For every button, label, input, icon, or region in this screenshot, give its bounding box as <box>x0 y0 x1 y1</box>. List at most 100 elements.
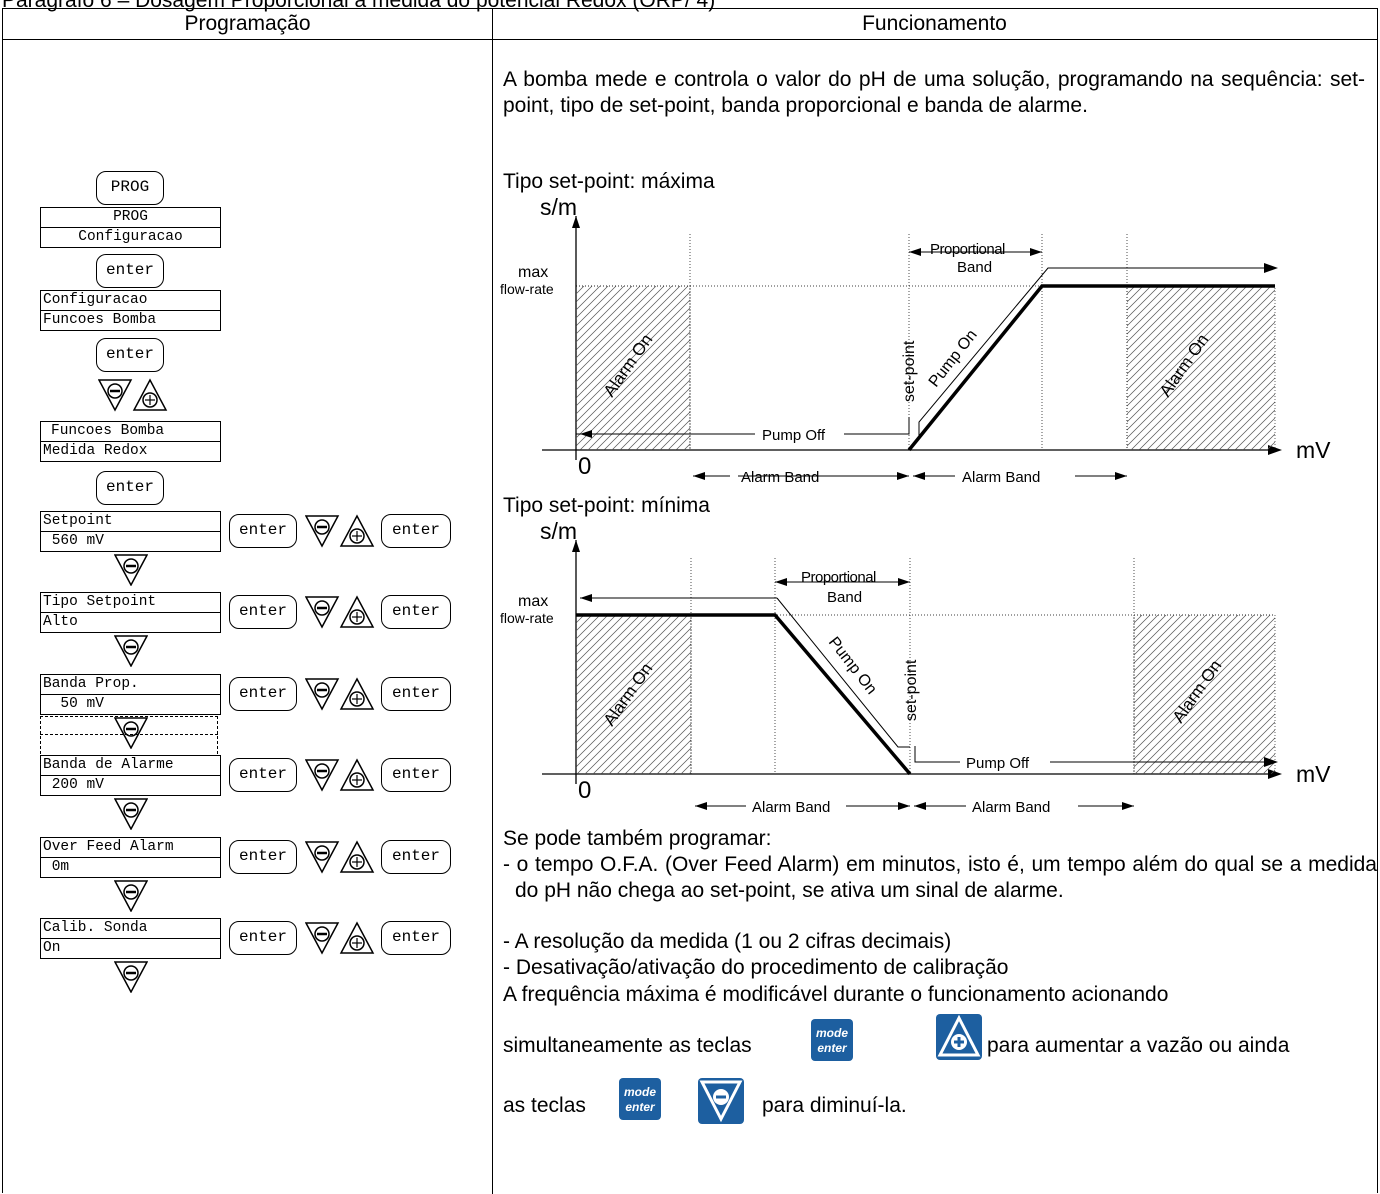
proportional-band-label: Proportional <box>930 241 1005 258</box>
hatch-line <box>1242 417 1275 450</box>
hatch-line <box>1134 615 1263 744</box>
hatch-line <box>724 286 888 450</box>
y-axis-arrowhead <box>572 540 580 552</box>
hatch-line <box>688 771 691 774</box>
hatch-line <box>1134 615 1271 752</box>
hatch-line <box>635 395 690 450</box>
lcd-config: Configuracao Funcoes Bomba <box>40 290 221 331</box>
hatch-line <box>1134 625 1275 768</box>
minus-plus-keys-icon <box>305 921 375 955</box>
hatch-line <box>576 619 691 736</box>
hatch-line <box>1202 377 1275 450</box>
hatch-line <box>651 411 690 450</box>
hatch-line <box>1134 615 1199 680</box>
hatch-line <box>1127 286 1224 383</box>
hatch-line <box>1359 615 1380 774</box>
hatch-line <box>600 683 691 774</box>
alarm-zone-hatch <box>1134 615 1380 774</box>
lcd-line-1: Tipo Setpoint <box>43 594 157 610</box>
set-point-label: set-point <box>903 659 920 721</box>
lcd-line-2: Medida Redox <box>43 443 148 459</box>
hatch-line <box>708 286 872 450</box>
hatch-line <box>1194 369 1275 450</box>
hatch-line <box>756 286 920 450</box>
hatch-line <box>576 615 641 680</box>
y-axis-label: s/m <box>540 518 577 544</box>
arrowhead <box>897 472 909 480</box>
alarm-zone-hatch <box>1127 286 1380 450</box>
hatch-line <box>1150 649 1275 774</box>
hatch-line <box>1206 705 1275 774</box>
type-max-heading: Tipo set-point: máxima <box>503 170 715 193</box>
y-axis-label: s/m <box>540 194 577 220</box>
hatch-line <box>1274 449 1275 450</box>
lcd-line-2: Funcoes Bomba <box>43 312 157 328</box>
minus-key-icon <box>114 961 148 993</box>
hatch-line <box>576 307 690 423</box>
hatch-line <box>595 355 690 450</box>
hatch-line <box>576 615 577 616</box>
hatch-line <box>1134 615 1247 728</box>
hatch-line <box>1355 286 1380 450</box>
hatch-line <box>611 371 690 450</box>
hatch-line <box>732 286 896 450</box>
hatch-line <box>1134 615 1143 624</box>
hatch-line <box>1210 385 1275 450</box>
lcd-line-1: Configuracao <box>43 292 148 308</box>
arrowhead <box>1122 802 1134 810</box>
hatch-line <box>1127 286 1264 423</box>
hatch-line <box>1127 286 1232 391</box>
enter-key: enter <box>229 840 297 874</box>
enter-key: enter <box>229 595 297 629</box>
hatch-line <box>1130 305 1275 450</box>
hatch-line <box>576 615 585 624</box>
hatch-line <box>1371 286 1380 450</box>
hatch-line <box>659 419 690 450</box>
hatch-line <box>576 643 691 760</box>
hatch-line <box>576 635 691 752</box>
proportional-band-label: Band <box>957 259 992 276</box>
hatch-line <box>1166 665 1275 774</box>
hatch-line <box>672 755 691 774</box>
lcd-next-placeholder <box>40 716 218 754</box>
hatch-line <box>576 659 691 774</box>
hatch-line <box>1327 615 1380 774</box>
lcd-line-1: Over Feed Alarm <box>43 839 174 855</box>
hatch-line <box>624 707 691 774</box>
hatch-line <box>683 443 690 450</box>
hatch-line <box>576 286 649 359</box>
hatch-line <box>1295 615 1380 774</box>
enter-key: enter <box>381 677 451 711</box>
hatch-line <box>1134 615 1231 712</box>
hatch-line <box>576 286 673 383</box>
hatch-line <box>576 286 681 391</box>
hatch-line <box>584 667 691 774</box>
hatch-line <box>1134 615 1151 632</box>
frequency-paragraph: A frequência máxima é modificável durant… <box>503 983 1169 1006</box>
hatch-line <box>619 379 690 450</box>
enter-key: enter <box>381 758 451 792</box>
lcd-line-2: On <box>43 940 61 956</box>
hatch-line <box>603 363 690 450</box>
lcd-line-1: Banda de Alarme <box>43 757 174 773</box>
arrowhead <box>580 430 592 438</box>
hatch-line <box>576 331 690 447</box>
lcd-line-2: Alto <box>43 614 78 630</box>
flow-curve <box>576 613 912 776</box>
hatch-line <box>576 286 657 367</box>
alarm-zone-hatch <box>576 615 952 774</box>
hatch-line <box>576 615 617 656</box>
bullet-ofa: - o tempo O.F.A. (Over Feed Alarm) em mi… <box>503 853 1377 902</box>
pump-off-connector <box>844 417 910 435</box>
hatch-line <box>1134 617 1275 760</box>
hatch-line <box>793 615 952 774</box>
hatch-line <box>1127 286 1184 343</box>
hatch-line <box>608 691 691 774</box>
lcd-line-2: 560 mV <box>43 533 104 549</box>
minus-plus-keys-icon <box>305 758 375 792</box>
hatch-line <box>1363 286 1380 450</box>
hatch-line <box>1127 286 1128 287</box>
arrowhead <box>898 578 910 586</box>
hatch-line <box>1307 286 1380 450</box>
